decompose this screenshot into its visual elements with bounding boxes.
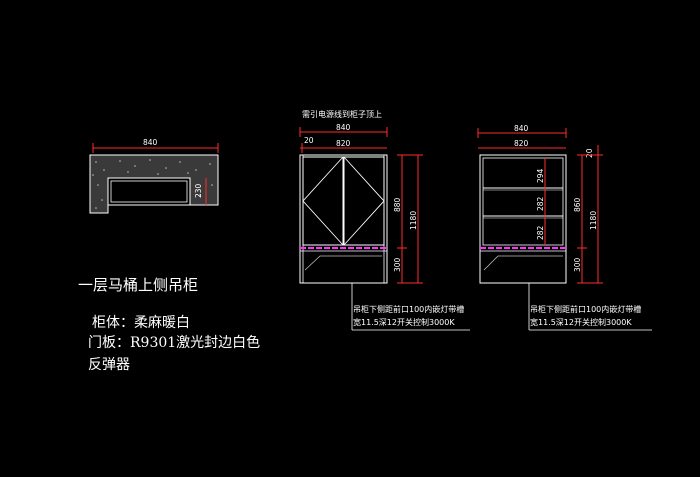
front-note-line1: 吊柜下侧距前口100内嵌灯带槽	[353, 304, 464, 314]
section-view: 840 820 20 294 282 282 860 300 1180 吊柜下	[477, 124, 652, 331]
section-lower-hatch	[483, 255, 563, 271]
plan-inner-cavity	[107, 177, 191, 206]
section-dim-294: 294	[536, 168, 545, 183]
section-note-line1: 吊柜下侧距前口100内嵌灯带槽	[530, 304, 641, 314]
front-note-power: 需引电源线到柜子顶上	[302, 109, 382, 119]
spec-door-panel: 门板：R9301激光封边白色	[88, 334, 260, 351]
section-dim-20: 20	[585, 148, 594, 158]
section-note-line2: 宽11.5深12开关控制3000K	[530, 317, 632, 327]
spec-cabinet-body: 柜体：柔麻暖白	[92, 315, 190, 331]
front-dim-20: 20	[304, 136, 314, 145]
plan-dim-840: 840	[143, 138, 158, 147]
section-dim-1180: 1180	[589, 211, 598, 230]
section-dim-300: 300	[573, 257, 582, 272]
front-dim-300: 300	[393, 257, 402, 272]
front-note-line2: 宽11.5深12开关控制3000K	[353, 317, 455, 327]
front-door-left-swing	[302, 156, 344, 246]
front-dim-820: 820	[336, 139, 351, 148]
section-inner-frame	[482, 157, 564, 246]
front-door-left	[302, 156, 344, 246]
front-dim-840: 840	[336, 123, 351, 132]
plan-inner-panel	[110, 180, 188, 203]
section-dim-840: 840	[514, 124, 529, 133]
plan-dim-230: 230	[194, 183, 203, 198]
section-cabinet-outline	[479, 154, 567, 284]
plan-hatch-dots	[92, 159, 213, 209]
section-dim-282a: 282	[536, 196, 545, 211]
front-view: 需引电源线到柜子顶上 840 20 820 880 300 118	[299, 109, 470, 331]
front-dim-1180: 1180	[409, 211, 418, 230]
front-dim-880: 880	[393, 197, 402, 212]
drawing-title: 一层马桶上侧吊柜	[78, 276, 198, 294]
section-dim-820: 820	[514, 139, 529, 148]
front-door-right	[343, 156, 385, 246]
plan-view: 840 820 20 230	[89, 138, 219, 214]
section-dim-860: 860	[573, 197, 582, 212]
section-dim-282b: 282	[536, 225, 545, 240]
front-door-right-swing	[343, 156, 385, 246]
front-cabinet-outline	[299, 154, 388, 284]
front-lower-hatch	[304, 255, 382, 271]
spec-hardware: 反弹器	[88, 357, 130, 373]
